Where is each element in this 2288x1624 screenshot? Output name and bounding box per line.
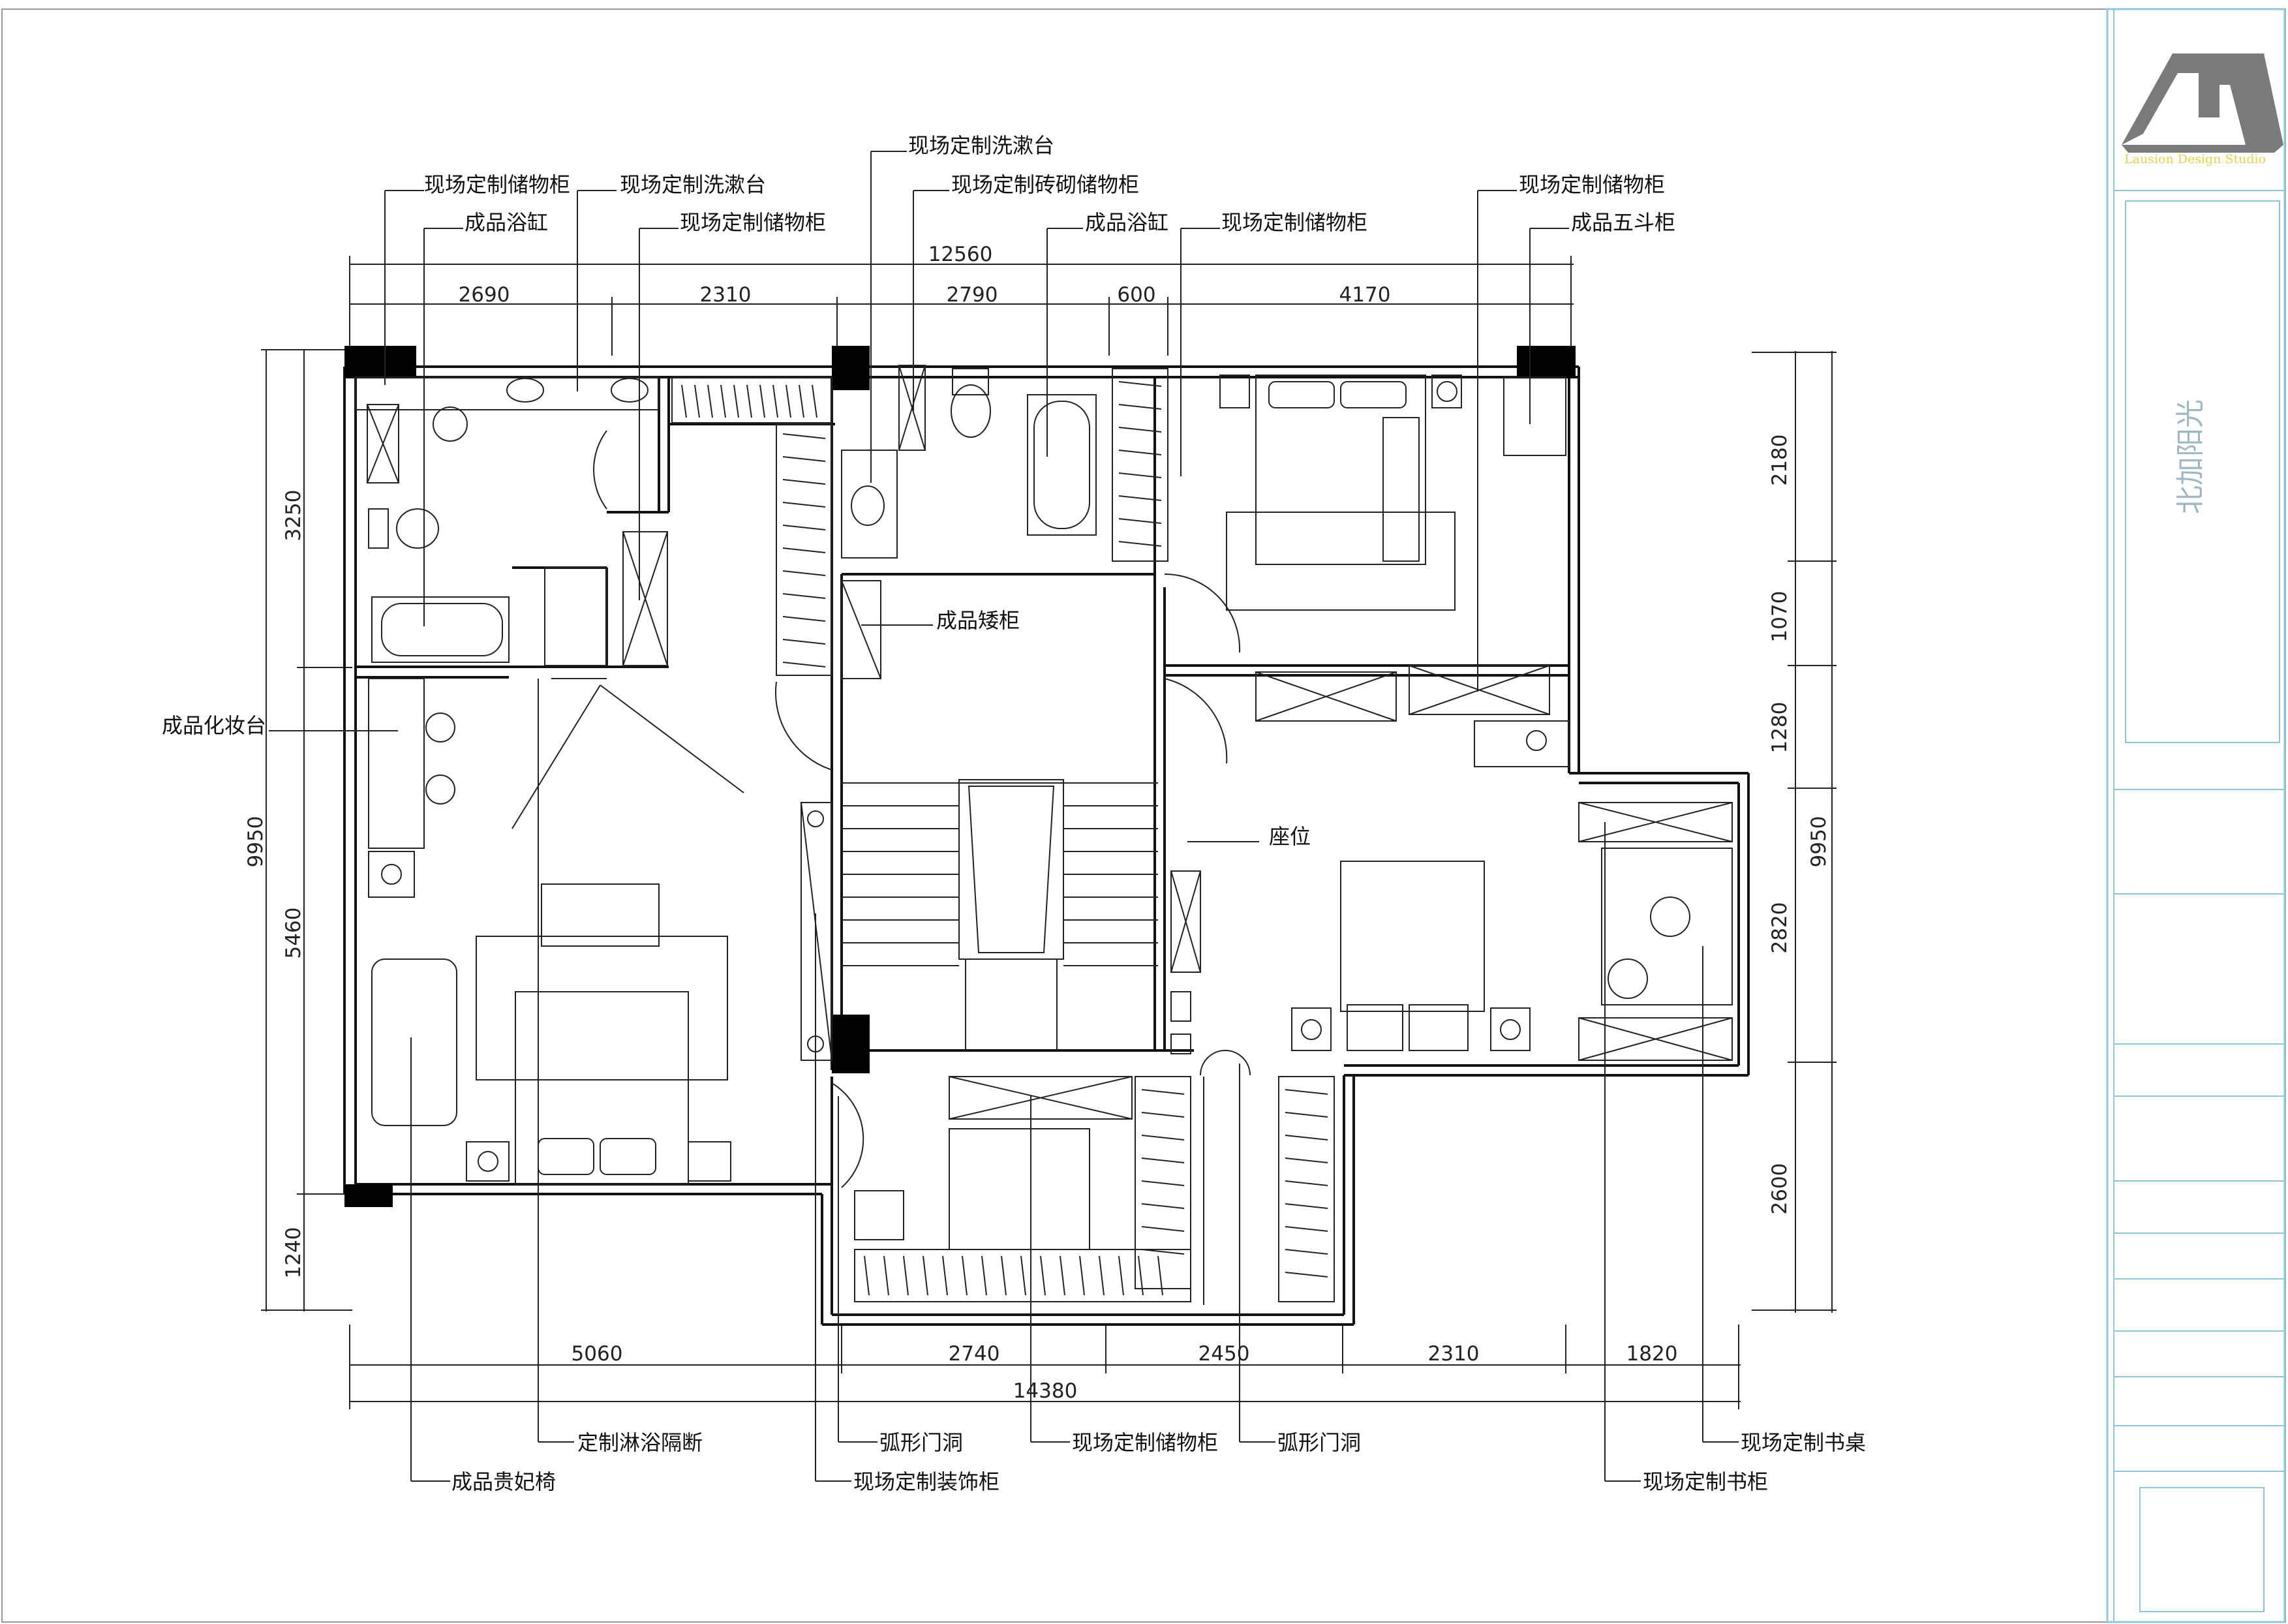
dim-right-4: 2820 [1768, 902, 1792, 954]
label-bathtub-1: 成品浴缸 [465, 210, 548, 235]
dim-bottom-4: 2310 [1428, 1342, 1480, 1366]
label-custom-vanity-2: 现场定制洗漱台 [908, 133, 1054, 158]
dim-top-5: 4170 [1339, 283, 1391, 307]
dimensions-bottom: 14380 5060 2740 2450 2310 1820 [349, 1325, 1741, 1409]
label-custom-storage-1: 现场定制储物柜 [424, 172, 570, 197]
dimensions-top: 12560 2690 2310 2790 600 4170 [349, 243, 1574, 356]
furniture [355, 365, 1733, 1305]
title-block: Lausion Design Studio 北加阳光 [2106, 8, 2286, 1623]
label-dressing-table: 成品化妆台 [162, 713, 266, 738]
dim-bottom-3: 2450 [1198, 1342, 1250, 1366]
dimensions-left: 9950 3250 5460 1240 [244, 349, 352, 1311]
dim-top-1: 2690 [459, 283, 510, 307]
annotations: 现场定制储物柜 现场定制洗漱台 成品浴缸 现场定制储物柜 现场定制洗漱台 现场定… [162, 133, 1866, 1494]
label-chest-of-drawers: 成品五斗柜 [1571, 210, 1675, 235]
studio-logo-text: Lausion Design Studio [2124, 152, 2266, 166]
label-custom-storage-4: 现场定制储物柜 [1519, 172, 1665, 197]
project-name-vertical: 北加阳光 [2174, 399, 2207, 514]
label-shower-partition: 定制淋浴隔断 [577, 1430, 703, 1455]
dim-bottom-1: 5060 [572, 1342, 623, 1366]
title-block-frame [2106, 8, 2286, 1623]
label-custom-bookcase: 现场定制书柜 [1643, 1469, 1768, 1494]
dim-bottom-2: 2740 [949, 1342, 1000, 1366]
label-custom-desk: 现场定制书桌 [1741, 1430, 1866, 1455]
dim-left-total: 9950 [244, 816, 267, 868]
label-seat: 座位 [1269, 824, 1311, 849]
dim-left-2: 5460 [282, 908, 305, 959]
dim-top-3: 2790 [947, 283, 998, 307]
walls [343, 365, 1750, 1326]
label-brick-storage: 现场定制砖砌储物柜 [951, 172, 1139, 197]
dim-right-5: 2600 [1768, 1163, 1792, 1215]
dim-left-1: 3250 [282, 490, 305, 542]
label-chaise-lounge: 成品贵妃椅 [451, 1469, 556, 1494]
dim-top-2: 2310 [700, 283, 752, 307]
dim-top-4: 600 [1117, 283, 1155, 307]
dim-right-3: 1280 [1768, 702, 1792, 754]
dimensions-right: 9950 2180 1070 1280 2820 2600 [1752, 351, 1837, 1313]
label-custom-storage-5: 现场定制储物柜 [1072, 1430, 1218, 1455]
label-low-cabinet: 成品矮柜 [936, 608, 1020, 633]
wardrobe-hangers-1 [681, 384, 817, 418]
label-arch-doorway-1: 弧形门洞 [879, 1430, 963, 1455]
label-decorative-cabinet: 现场定制装饰柜 [853, 1469, 999, 1494]
leader-lines [269, 151, 1739, 1482]
dim-right-2: 1070 [1768, 591, 1792, 643]
label-bathtub-2: 成品浴缸 [1085, 210, 1168, 235]
dim-bottom-total: 14380 [1013, 1379, 1078, 1403]
dim-right-1: 2180 [1768, 435, 1792, 486]
studio-logo: Lausion Design Studio [2122, 54, 2283, 166]
label-arch-doorway-2: 弧形门洞 [1277, 1430, 1361, 1455]
dim-right-total: 9950 [1807, 816, 1831, 868]
dim-bottom-5: 1820 [1626, 1342, 1678, 1366]
label-custom-storage-3: 现场定制储物柜 [1221, 210, 1367, 235]
staircase [842, 779, 1158, 1050]
dim-top-total: 12560 [928, 243, 993, 266]
structural-columns [344, 346, 1576, 1207]
label-custom-storage-2: 现场定制储物柜 [680, 210, 826, 235]
dim-left-3: 1240 [282, 1227, 305, 1279]
label-custom-vanity-1: 现场定制洗漱台 [620, 172, 766, 197]
